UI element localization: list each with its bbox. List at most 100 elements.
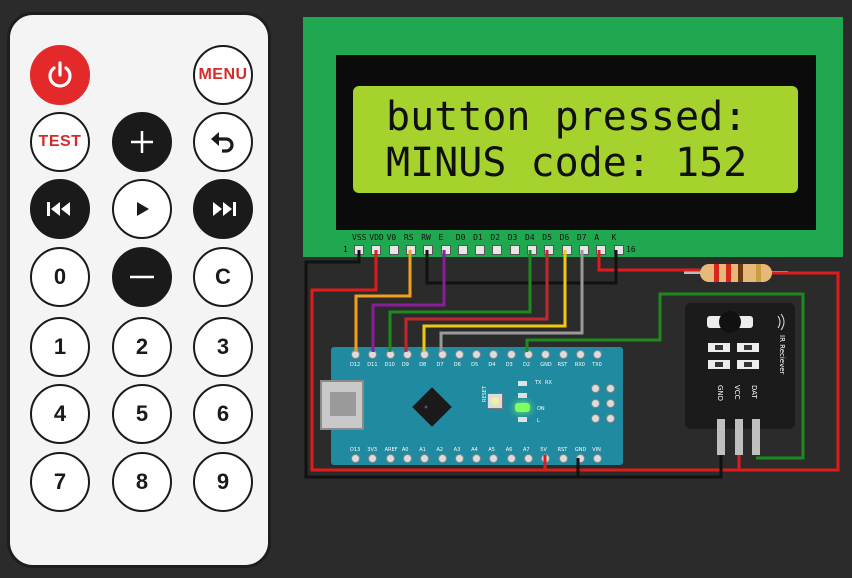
reset-button[interactable] bbox=[487, 393, 503, 409]
nano-pin-d2[interactable] bbox=[524, 350, 533, 359]
lcd-pin-d1[interactable] bbox=[475, 245, 486, 255]
nano-pin-rst[interactable] bbox=[558, 454, 568, 463]
lcd-pin-d3[interactable] bbox=[509, 245, 520, 255]
nano-pin-label-d5: D5 bbox=[471, 362, 479, 368]
nano-pin-d6[interactable] bbox=[454, 350, 464, 359]
digit-8-button[interactable]: 8 bbox=[112, 452, 172, 512]
power-button[interactable] bbox=[30, 45, 90, 105]
microcontroller-chip bbox=[412, 387, 452, 427]
wire-d4-green bbox=[388, 250, 532, 352]
lcd-pin-label-e: E bbox=[438, 233, 444, 242]
lcd-pin-label-d2: D2 bbox=[490, 233, 501, 242]
lcd-pin-label-d4: D4 bbox=[525, 233, 535, 242]
nano-pin-label-d11: D11 bbox=[367, 362, 378, 368]
play-button[interactable] bbox=[112, 179, 172, 239]
nano-pin-label-a0: A0 bbox=[401, 447, 409, 453]
nano-pin-label-d8: D8 bbox=[419, 362, 427, 368]
ir-sensor-icon bbox=[707, 311, 753, 333]
nano-pin-label-d10: D10 bbox=[384, 362, 395, 368]
lcd-pin-d6[interactable] bbox=[561, 245, 572, 255]
lcd-pin-label-rs: RS bbox=[403, 233, 414, 242]
lcd-pin-d7[interactable] bbox=[578, 245, 589, 255]
nano-pin-d7[interactable] bbox=[437, 350, 447, 359]
digit-1-button[interactable]: 1 bbox=[30, 317, 90, 377]
nano-pin-rst[interactable] bbox=[558, 350, 568, 359]
digit-6-button[interactable]: 6 bbox=[193, 384, 253, 444]
digit-3-button[interactable]: 3 bbox=[193, 317, 253, 377]
lcd-pin-a[interactable] bbox=[596, 245, 607, 255]
nano-pin-d9[interactable] bbox=[402, 350, 412, 359]
plus-button[interactable] bbox=[112, 112, 172, 172]
fast-forward-button[interactable] bbox=[193, 179, 253, 239]
digit-0-button[interactable]: 0 bbox=[30, 247, 90, 307]
ir-pin-label-vcc: VCC bbox=[733, 385, 741, 400]
lcd-pin-v0[interactable] bbox=[388, 245, 399, 255]
nano-pin-rx0[interactable] bbox=[575, 350, 585, 359]
ir-component bbox=[737, 360, 759, 369]
ir-pin-vcc[interactable] bbox=[735, 419, 743, 455]
lcd-pin-label-vss: VSS bbox=[352, 233, 367, 242]
test-button[interactable]: TEST bbox=[30, 112, 90, 172]
ir-receiver-title: IR Reciever bbox=[778, 335, 786, 375]
nano-pin-label-d12: D12 bbox=[350, 362, 361, 368]
nano-pin-d3[interactable] bbox=[506, 350, 516, 359]
lcd-line-2: MINUS code: 152 bbox=[386, 140, 748, 186]
lcd-pin-vss[interactable] bbox=[354, 245, 364, 255]
ir-pin-dat[interactable] bbox=[752, 419, 760, 455]
lcd-pin-rs[interactable] bbox=[405, 245, 416, 255]
nano-pin-label-a1: A1 bbox=[419, 447, 426, 453]
nano-pin-label-d7: D7 bbox=[436, 362, 444, 368]
lcd-pin-label-vdd: VDD bbox=[369, 233, 384, 242]
lcd-pin-label-v0: V0 bbox=[386, 233, 397, 242]
ir-pin-gnd[interactable] bbox=[717, 419, 725, 455]
nano-pin-d13[interactable] bbox=[351, 454, 360, 463]
nano-pin-a3[interactable] bbox=[454, 454, 464, 463]
lcd-pin-k[interactable] bbox=[613, 245, 624, 255]
back-button[interactable] bbox=[193, 112, 253, 172]
digit-5-button[interactable]: 5 bbox=[112, 384, 172, 444]
nano-pin-label-rst: RST bbox=[557, 447, 568, 453]
back-arrow-icon bbox=[211, 132, 234, 153]
nano-pin-label-d4: D4 bbox=[488, 362, 496, 368]
nano-pin-label-d13: D13 bbox=[350, 447, 361, 453]
lcd-pin-first: 1 bbox=[343, 245, 348, 254]
wire-d6-yellow bbox=[422, 250, 567, 352]
nano-pin-label-a7: A7 bbox=[523, 447, 530, 453]
lcd-pin-label-k: K bbox=[611, 233, 617, 242]
lcd-pin-label-d3: D3 bbox=[507, 233, 518, 242]
resistor[interactable] bbox=[700, 264, 772, 282]
fast-forward-icon bbox=[213, 202, 236, 216]
lcd-pin-d0[interactable] bbox=[457, 245, 468, 255]
lcd-pin-d2[interactable] bbox=[492, 245, 503, 255]
wire-e-purple bbox=[371, 250, 446, 352]
digit-9-button[interactable]: 9 bbox=[193, 452, 253, 512]
nano-pin-a2[interactable] bbox=[437, 454, 447, 463]
nano-pin-a7[interactable] bbox=[524, 454, 533, 463]
nano-pin-aref[interactable] bbox=[385, 454, 395, 463]
lcd-pin-d5[interactable] bbox=[544, 245, 555, 255]
digit-2-button[interactable]: 2 bbox=[112, 317, 172, 377]
nano-pin-gnd[interactable] bbox=[575, 454, 585, 463]
nano-pin-label-tx0: TX0 bbox=[592, 362, 602, 368]
digit-7-button[interactable]: 7 bbox=[30, 452, 90, 512]
nano-pin-label-rx0: RX0 bbox=[574, 362, 585, 368]
nano-pin-label-a4: A4 bbox=[471, 447, 478, 453]
nano-pin-d10[interactable] bbox=[385, 350, 395, 359]
nano-pin-a0[interactable] bbox=[402, 454, 412, 463]
clear-button[interactable]: C bbox=[193, 247, 253, 307]
lcd-pin-label-a: A bbox=[594, 233, 600, 242]
nano-pin-label-aref: AREF bbox=[384, 447, 398, 453]
menu-button[interactable]: MENU bbox=[193, 45, 253, 105]
lcd-pin-d4[interactable] bbox=[527, 245, 537, 255]
minus-button[interactable] bbox=[112, 247, 172, 307]
lcd-pin-e[interactable] bbox=[440, 245, 451, 255]
wire-d7-gray bbox=[439, 250, 584, 352]
lcd-pin-vdd[interactable] bbox=[371, 245, 382, 255]
usb-port-inner bbox=[330, 392, 356, 416]
nano-pin-d12[interactable] bbox=[351, 350, 360, 359]
digit-4-button[interactable]: 4 bbox=[30, 384, 90, 444]
nano-pin-a6[interactable] bbox=[506, 454, 516, 463]
lcd-pin-rw[interactable] bbox=[423, 245, 434, 255]
rewind-button[interactable] bbox=[30, 179, 90, 239]
nano-pin-label-a6: A6 bbox=[505, 447, 513, 453]
